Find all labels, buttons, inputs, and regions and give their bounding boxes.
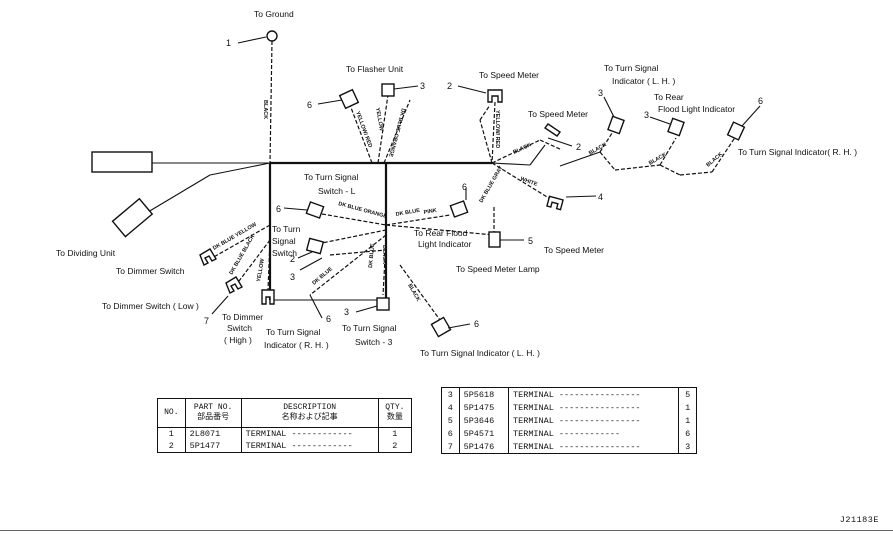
label-turn-rh-bottom-2: Indicator ( R. H. ) (264, 340, 329, 350)
label-turn-lh-top-2: Indicator ( L. H. ) (612, 76, 675, 86)
label-to-ground: To Ground (254, 9, 294, 19)
callout-switch-mid-lower: 3 (290, 272, 295, 282)
drawing-reference-number: J21183E (839, 515, 879, 525)
harness-trunk (147, 161, 492, 301)
wire-dk-blue-gray: DK BLUE GRAY (479, 165, 505, 204)
callout-turn-rh-right: 6 (758, 96, 763, 106)
switch-l-branch (283, 188, 524, 248)
callout-flasher-left: 6 (307, 100, 312, 110)
wire-black-4: BLACK (705, 152, 724, 169)
table-row: 7 5P1476 TERMINAL ---------------- 3 (441, 440, 697, 454)
wire-black-6: BLACK (381, 245, 387, 264)
wire-black-3: BLACK (648, 152, 668, 167)
wire-dk-blue-1: DK BLUE (395, 208, 420, 218)
label-rear-flood-top-2: Flood Light Indicator (658, 104, 735, 114)
wire-white: WHITE (519, 176, 538, 188)
callout-rear-flood-top: 3 (644, 110, 649, 120)
label-turn-rh-right: To Turn Signal Indicator( R. H. ) (738, 147, 857, 157)
label-switch-mid-1: To Turn (272, 224, 301, 234)
callout-speed-meter-top: 2 (447, 81, 452, 91)
table-row: 6 5P4571 TERMINAL ------------ 6 (441, 427, 697, 440)
label-switch-3-1: To Turn Signal (342, 323, 396, 333)
label-turn-lh-top-1: To Turn Signal (604, 63, 658, 73)
table-row: 3 5P5618 TERMINAL ---------------- 5 (441, 387, 697, 401)
wire-black-1: BLACK (512, 142, 532, 156)
callout-speed-meter-right: 4 (598, 192, 603, 202)
label-turn-lh-bottom: To Turn Signal Indicator ( L. H. ) (420, 348, 540, 358)
wire-dk-blue-2: DK BLUE (311, 266, 334, 287)
parts-table-2: 3 5P5618 TERMINAL ---------------- 5 4 5… (441, 387, 697, 454)
dimmer-branch (199, 224, 387, 315)
wire-black-ground: BLACK (262, 100, 268, 119)
callout-turn-lh-bottom: 6 (474, 319, 479, 329)
speed-meter-branch (457, 85, 597, 211)
callout-speed-meter-mid: 2 (576, 142, 581, 152)
label-to-speed-meter-right: To Speed Meter (544, 245, 604, 255)
header-no: NO. (157, 398, 186, 428)
table-row: 5 5P3646 TERMINAL ---------------- 1 (441, 414, 697, 427)
label-to-speed-meter-lamp: To Speed Meter Lamp (456, 264, 540, 274)
label-to-speed-meter-top: To Speed Meter (479, 70, 539, 80)
header-qty: QTY.数量 (378, 398, 412, 428)
label-switch-mid-3: Switch (272, 248, 297, 258)
callout-flasher-unit: 3 (420, 81, 425, 91)
label-dimmer-high-2: Switch (227, 323, 252, 333)
wire-yellow-red-2: YELLOW/ RED (494, 110, 500, 148)
label-switch-l-2: Switch - L (318, 186, 356, 196)
callout-speed-meter-lamp: 5 (528, 236, 533, 246)
harness-end-box (91, 151, 153, 173)
header-part-no: PART NO.部品番号 (185, 398, 242, 428)
callout-switch-l-left: 6 (276, 204, 281, 214)
wire-yellow: YELLOW (374, 107, 384, 132)
ground-branch (237, 30, 278, 164)
label-to-dividing-unit: To Dividing Unit (56, 248, 116, 258)
page-bottom-rule (0, 530, 893, 531)
dividing-unit-connector (111, 197, 154, 238)
label-dimmer-high-1: To Dimmer (222, 312, 263, 322)
callout-ground: 1 (226, 38, 231, 48)
label-dimmer-high-3: ( High ) (224, 335, 252, 345)
callout-rear-flood-mid: 6 (462, 182, 467, 192)
callout-turn-lh-top: 3 (598, 88, 603, 98)
wire-black-2: BLACK (588, 142, 608, 157)
wire-black-7: BLACK (406, 283, 421, 303)
callout-turn-rh-bottom: 6 (326, 314, 331, 324)
wire-yellow-2: YELLOW (256, 257, 266, 282)
label-to-flasher-unit: To Flasher Unit (346, 64, 404, 74)
label-rear-flood-mid-2: Light Indicator (418, 239, 472, 249)
wire-dk-blue-orange: DK BLUE ORANGE (387, 107, 406, 157)
bottom-branches (309, 234, 471, 338)
label-rear-flood-mid-1: To Rear Flood (414, 228, 468, 238)
label-switch-mid-2: Signal (272, 236, 296, 246)
table-row: 1 2L8071 TERMINAL ------------ 1 (157, 427, 412, 440)
wire-yellow-red: YELLOW/ RED (354, 111, 373, 149)
flasher-branch (317, 83, 419, 164)
callout-dimmer-low: 7 (204, 316, 209, 326)
label-to-speed-meter-mid: To Speed Meter (528, 109, 588, 119)
label-to-dimmer-switch-low: To Dimmer Switch ( Low ) (102, 301, 199, 311)
label-turn-rh-bottom-1: To Turn Signal (266, 327, 320, 337)
table-row: 2 5P1477 TERMINAL ------------ 2 (157, 440, 412, 453)
wire-pink: PINK (423, 208, 437, 216)
label-switch-l-1: To Turn Signal (304, 172, 358, 182)
label-switch-3-2: Switch - 3 (355, 337, 393, 347)
wire-dk-blue-3: DK BLUE (368, 243, 376, 268)
table-row: 4 5P1475 TERMINAL ---------------- 1 (441, 401, 697, 414)
indicator-chain (559, 96, 761, 176)
callout-switch-mid: 2 (290, 254, 295, 264)
label-to-dimmer-switch: To Dimmer Switch (116, 266, 185, 276)
label-rear-flood-top-1: To Rear (654, 92, 684, 102)
wire-dk-blue-orange-2: DK BLUE ORANGE (337, 201, 387, 220)
callout-switch-3: 3 (344, 307, 349, 317)
